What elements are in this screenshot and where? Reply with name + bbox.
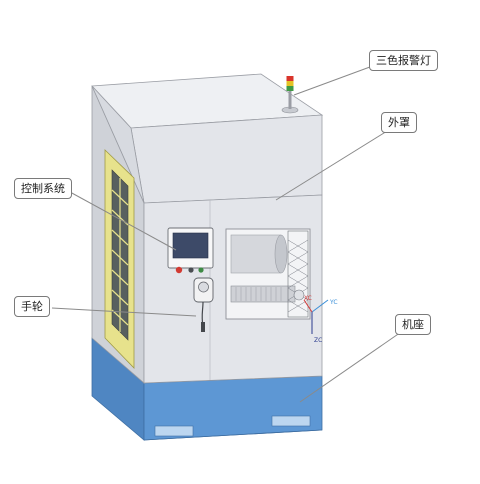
control-panel: [167, 227, 214, 274]
panel-button: [188, 267, 194, 273]
emergency-stop-button: [175, 266, 183, 274]
yc-axis-label: YC: [329, 299, 338, 306]
alarm-light: [281, 76, 299, 114]
leader-lines: [51, 63, 405, 403]
xc-axis-line: [303, 299, 313, 313]
work-window: [225, 228, 311, 320]
cover-slope-edge: [91, 85, 145, 204]
leader-control-system: [69, 191, 177, 251]
side-door-panel: [104, 149, 135, 369]
xc-axis-label: XC: [304, 295, 312, 302]
callout-outer-cover: 外罩: [381, 112, 417, 133]
callout-control-system: 控制系统: [14, 178, 72, 199]
base-foot-slot-left: [154, 425, 194, 437]
callout-alarm-light: 三色报警灯: [369, 50, 438, 71]
spindle-drum-end: [274, 234, 288, 274]
worktable: [230, 285, 296, 303]
worktable-ribs: [235, 287, 282, 301]
tool-head: [293, 289, 305, 301]
alarm-light-pole: [288, 90, 292, 109]
handwheel: [193, 277, 214, 332]
leader-outer-cover: [275, 127, 393, 201]
base-foot-slot-right: [271, 415, 311, 427]
handwheel-dial: [198, 281, 209, 293]
leader-machine-base: [299, 329, 405, 403]
alarm-light-red: [286, 76, 294, 81]
start-button: [198, 267, 204, 273]
coordinate-axes: XC YC ZC: [303, 295, 338, 344]
door-grille-bars: [111, 178, 129, 332]
window-mesh-frame: [287, 230, 309, 318]
leader-alarm-light: [293, 63, 379, 96]
handwheel-grip: [201, 322, 205, 332]
leader-handwheel: [51, 307, 197, 317]
control-screen: [172, 232, 209, 259]
alarm-light-yellow: [286, 81, 294, 86]
callout-handwheel: 手轮: [14, 296, 50, 317]
base-bottom-edge: [143, 429, 323, 441]
zc-axis-label: ZC: [314, 337, 322, 344]
callout-machine-base: 机座: [395, 314, 431, 335]
yc-axis-line: [311, 299, 329, 313]
alarm-light-green: [286, 86, 294, 91]
spindle-drum: [230, 234, 282, 274]
